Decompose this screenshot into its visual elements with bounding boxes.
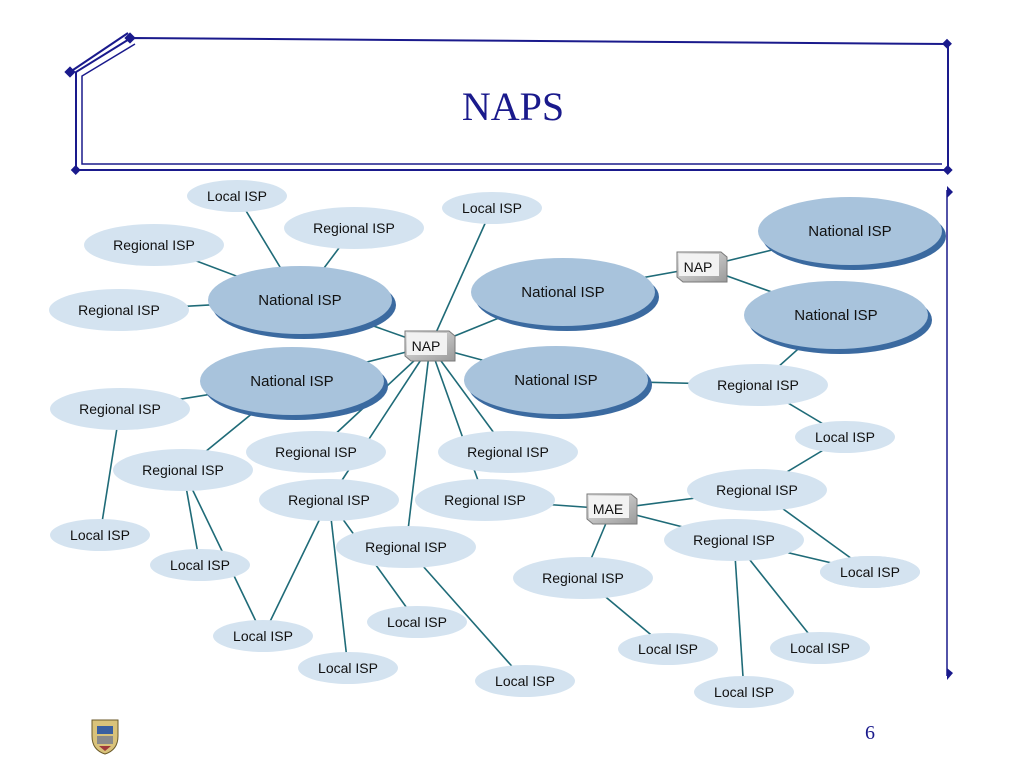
node-label: Regional ISP bbox=[113, 237, 195, 253]
node-label: Regional ISP bbox=[142, 462, 224, 478]
node-loc-3: Local ISP bbox=[795, 421, 895, 453]
nodes-layer: NAP NAP MAE National ISP National ISP Nationa… bbox=[49, 180, 946, 708]
page-number: 6 bbox=[865, 722, 875, 744]
node-label: Regional ISP bbox=[444, 492, 526, 508]
node-loc-5: Local ISP bbox=[150, 549, 250, 581]
node-reg-7: Regional ISP bbox=[246, 431, 386, 473]
node-reg-4: Regional ISP bbox=[50, 388, 190, 430]
link-reg-8-loc-7 bbox=[328, 499, 349, 669]
link-reg-8-loc-6 bbox=[262, 499, 330, 637]
node-label: Regional ISP bbox=[365, 539, 447, 555]
node-label: National ISP bbox=[521, 284, 604, 301]
node-nat-1: National ISP bbox=[208, 266, 396, 339]
node-label: Local ISP bbox=[387, 614, 447, 630]
node-label: Local ISP bbox=[714, 684, 774, 700]
node-loc-6: Local ISP bbox=[213, 620, 313, 652]
node-nat-5: National ISP bbox=[744, 281, 932, 354]
node-label: Local ISP bbox=[495, 673, 555, 689]
node-loc-8: Local ISP bbox=[367, 606, 467, 638]
node-label: National ISP bbox=[808, 223, 891, 240]
node-reg-5: Regional ISP bbox=[688, 364, 828, 406]
node-label: Regional ISP bbox=[542, 570, 624, 586]
node-label: Local ISP bbox=[207, 188, 267, 204]
node-label: Regional ISP bbox=[78, 302, 160, 318]
node-label: Local ISP bbox=[462, 200, 522, 216]
node-label: MAE bbox=[593, 501, 623, 517]
node-nat-2: National ISP bbox=[200, 347, 388, 420]
node-loc-11: Local ISP bbox=[694, 676, 794, 708]
node-reg-1: Regional ISP bbox=[84, 224, 224, 266]
node-loc-14: Local ISP bbox=[770, 632, 870, 664]
node-loc-7: Local ISP bbox=[298, 652, 398, 684]
node-label: Regional ISP bbox=[693, 532, 775, 548]
node-label: Regional ISP bbox=[717, 377, 799, 393]
node-loc-9: Local ISP bbox=[475, 665, 575, 697]
node-reg-2: Regional ISP bbox=[284, 207, 424, 249]
node-label: Local ISP bbox=[318, 660, 378, 676]
node-label: Regional ISP bbox=[467, 444, 549, 460]
node-label: Regional ISP bbox=[275, 444, 357, 460]
node-reg-14: Regional ISP bbox=[664, 519, 804, 561]
node-hub-nap-center: NAP bbox=[404, 330, 456, 362]
node-loc-10: Local ISP bbox=[618, 633, 718, 665]
link-reg-10-loc-9 bbox=[405, 546, 526, 682]
node-label: NAP bbox=[684, 259, 713, 275]
node-reg-11: Regional ISP bbox=[415, 479, 555, 521]
node-reg-13: Regional ISP bbox=[513, 557, 653, 599]
node-label: National ISP bbox=[794, 307, 877, 324]
node-label: Local ISP bbox=[638, 641, 698, 657]
link-hub-nap-center-reg-10 bbox=[405, 345, 431, 548]
node-label: Local ISP bbox=[840, 564, 900, 580]
node-loc-13: Local ISP bbox=[820, 556, 920, 588]
link-hub-nap-center-reg-11 bbox=[429, 345, 486, 501]
node-label: National ISP bbox=[258, 292, 341, 309]
node-label: Local ISP bbox=[815, 429, 875, 445]
link-reg-14-loc-11 bbox=[733, 539, 745, 693]
node-label: Local ISP bbox=[170, 557, 230, 573]
node-nat-3: National ISP bbox=[471, 258, 659, 331]
node-nat-6: National ISP bbox=[464, 346, 652, 419]
node-hub-mae: MAE bbox=[586, 493, 638, 525]
node-reg-12: Regional ISP bbox=[687, 469, 827, 511]
node-label: Regional ISP bbox=[288, 492, 370, 508]
link-reg-4-loc-4 bbox=[99, 408, 121, 536]
node-reg-9: Regional ISP bbox=[438, 431, 578, 473]
node-label: NAP bbox=[412, 338, 441, 354]
link-hub-nap-center-reg-8 bbox=[328, 345, 431, 501]
university-crest-icon bbox=[91, 719, 119, 755]
node-loc-1: Local ISP bbox=[187, 180, 287, 212]
node-label: Local ISP bbox=[70, 527, 130, 543]
node-hub-nap-right: NAP bbox=[676, 251, 728, 283]
node-reg-3: Regional ISP bbox=[49, 289, 189, 331]
node-label: Local ISP bbox=[233, 628, 293, 644]
node-reg-10: Regional ISP bbox=[336, 526, 476, 568]
node-label: National ISP bbox=[514, 372, 597, 389]
node-label: Regional ISP bbox=[313, 220, 395, 236]
node-label: Local ISP bbox=[790, 640, 850, 656]
node-nat-4: National ISP bbox=[758, 197, 946, 270]
node-label: Regional ISP bbox=[79, 401, 161, 417]
node-label: National ISP bbox=[250, 373, 333, 390]
node-label: Regional ISP bbox=[716, 482, 798, 498]
node-loc-2: Local ISP bbox=[442, 192, 542, 224]
node-reg-6: Regional ISP bbox=[113, 449, 253, 491]
slide-title: NAPS bbox=[461, 84, 565, 129]
link-loc-2-hub-nap-center bbox=[429, 207, 493, 347]
node-reg-8: Regional ISP bbox=[259, 479, 399, 521]
node-loc-4: Local ISP bbox=[50, 519, 150, 551]
